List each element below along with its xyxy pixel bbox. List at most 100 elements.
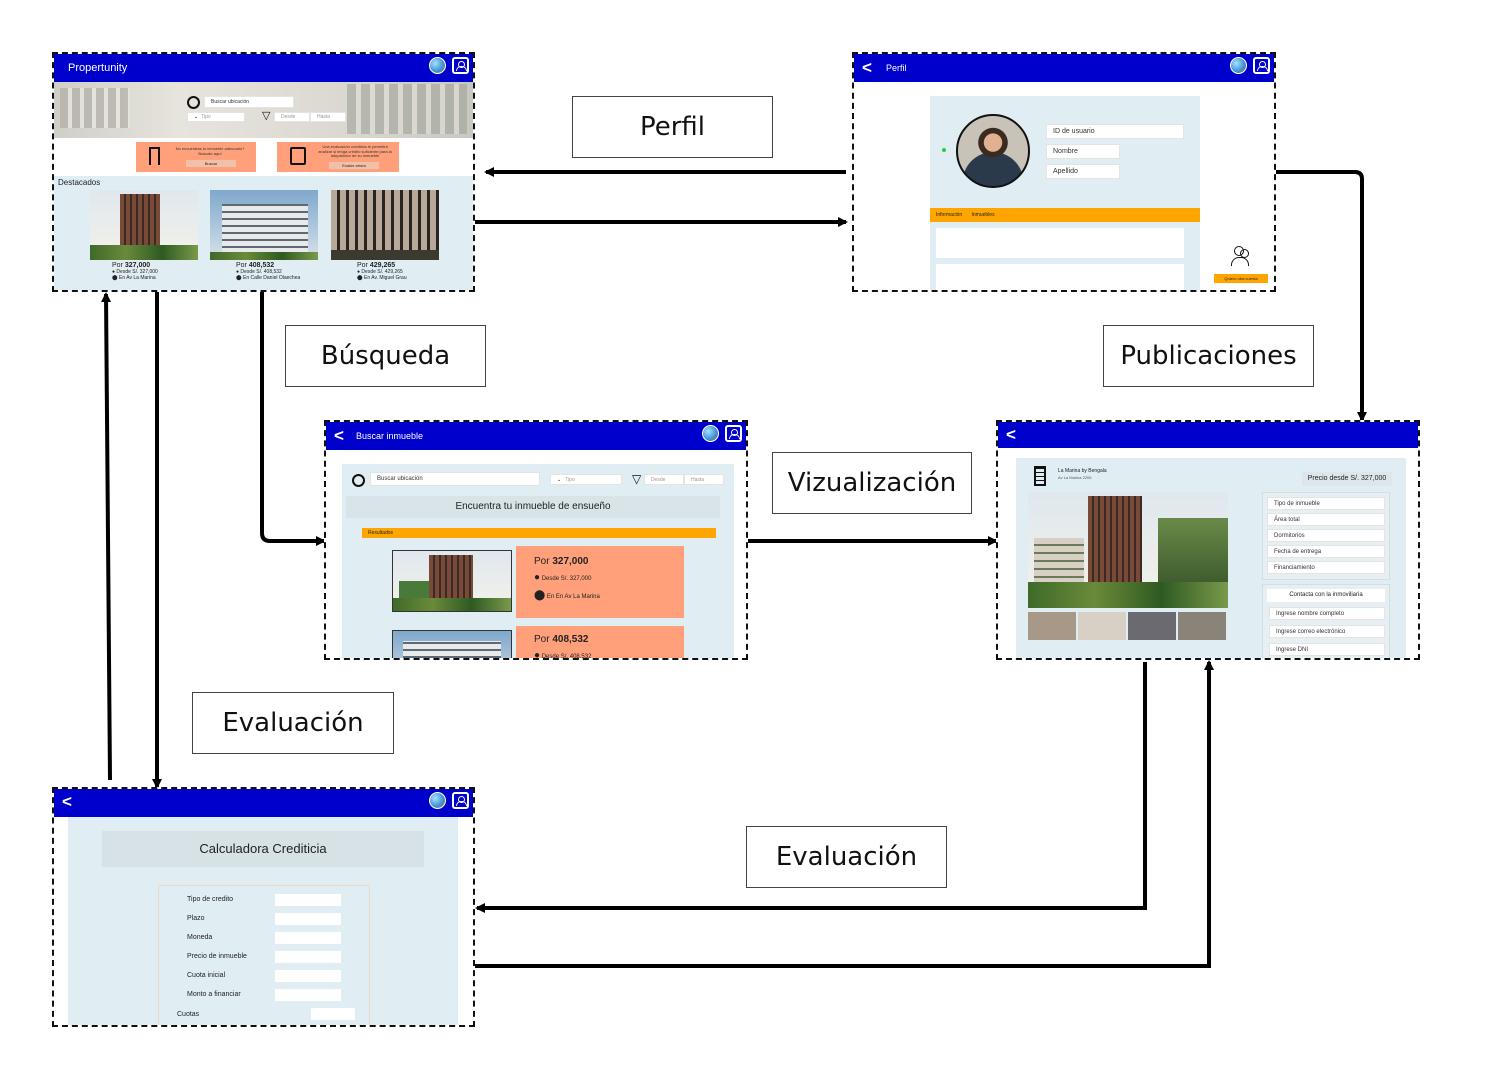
calculator-title: Calculadora Crediticia xyxy=(102,831,424,867)
cuota-inicial-input[interactable] xyxy=(275,970,341,982)
search-screen: < Buscar inmueble Buscar ubicación ⌄Tipo… xyxy=(324,420,748,660)
calculator-panel: Calculadora Crediticia Tipo de credito P… xyxy=(68,817,458,1025)
gallery-thumbnail[interactable] xyxy=(1128,612,1176,640)
featured-item[interactable]: Por 327,000 ● Desde S/. 327,000 ⬤ En Av … xyxy=(90,190,198,281)
back-arrow-icon[interactable]: < xyxy=(862,58,872,77)
field-label-moneda: Moneda xyxy=(187,934,213,941)
featured-price-prefix: Por xyxy=(236,262,249,269)
search-location-input[interactable]: Buscar ubicación xyxy=(370,472,540,486)
result-item[interactable]: Por 327,000 ● Desde S/. 327,000 ⬤ En En … xyxy=(392,546,686,618)
gallery-thumbnail[interactable] xyxy=(1178,612,1226,640)
arrow-profile-to-detail xyxy=(1276,170,1367,422)
dollar-icon: ● xyxy=(112,269,116,275)
featured-price: 327,000 xyxy=(124,262,151,269)
credit-eval-button[interactable]: Evalúe ahora xyxy=(329,162,379,169)
field-label-cuotas: Cuotas xyxy=(177,1011,200,1018)
home-type-select[interactable]: ⌄Tipo xyxy=(187,112,245,122)
globe-icon[interactable] xyxy=(1230,57,1247,74)
back-arrow-icon[interactable]: < xyxy=(334,426,344,445)
detail-top-bar: < xyxy=(998,422,1418,448)
field-label-tipo-credito: Tipo de credito xyxy=(187,896,234,903)
profile-icon[interactable] xyxy=(452,792,469,809)
detail-screen: < La Marina by Bengala Av La Marina 2205… xyxy=(996,420,1420,660)
profile-icon[interactable] xyxy=(1253,57,1270,74)
featured-price: 408,532 xyxy=(248,262,275,269)
search-icon[interactable] xyxy=(352,474,365,487)
arrow-calc-to-detail xyxy=(475,660,1214,968)
search-type-select[interactable]: ⌄Tipo xyxy=(550,474,622,485)
globe-icon[interactable] xyxy=(429,57,446,74)
property-address: Av La Marina 2205 xyxy=(1058,475,1092,480)
label-vizualizacion: Vizualización xyxy=(772,452,972,514)
dollar-icon: ● xyxy=(357,269,361,275)
label-evaluacion-bottom: Evaluación xyxy=(746,826,947,888)
contact-name-input[interactable]: Ingrese nombre completo xyxy=(1269,607,1385,620)
contact-panel: Contacta con la inmoviliaria Ingrese nom… xyxy=(1262,584,1390,658)
moneda-input[interactable] xyxy=(275,932,341,944)
property-name: La Marina by Bengala xyxy=(1058,468,1107,474)
globe-icon[interactable] xyxy=(429,792,446,809)
featured-item[interactable]: Por 408,532 ● Desde S/. 408,532 ⬤ En Cal… xyxy=(210,190,318,281)
featured-price: 429,265 xyxy=(369,262,396,269)
search-heading: Encuentra tu inmueble de ensueño xyxy=(346,496,720,518)
profile-icon[interactable] xyxy=(725,425,742,442)
spec-dormitorios: Dormitorios xyxy=(1267,529,1385,542)
search-to-input[interactable]: Hasta xyxy=(684,474,724,485)
back-arrow-icon[interactable]: < xyxy=(62,792,72,811)
credit-eval-text: Una evaluación crediticia le permitirá a… xyxy=(318,144,392,158)
search-panel: Buscar ubicación ⌄Tipo ▽ Desde Hasta Enc… xyxy=(342,464,734,660)
contact-dni-input[interactable]: Ingrese DNI xyxy=(1269,643,1385,656)
field-label-plazo: Plazo xyxy=(187,915,205,922)
back-arrow-icon[interactable]: < xyxy=(1006,425,1016,444)
calculator-top-bar: < xyxy=(54,789,473,817)
dollar-icon: ● xyxy=(534,650,541,660)
other-account-button[interactable]: Quiero otra cuenta xyxy=(1214,274,1268,283)
filter-icon[interactable]: ▽ xyxy=(262,110,271,122)
tab-informacion[interactable]: Información xyxy=(936,212,963,218)
globe-icon[interactable] xyxy=(702,425,719,442)
profile-title: Perfil xyxy=(886,63,907,73)
bookmark-icon xyxy=(149,147,160,165)
gallery-thumbnail[interactable] xyxy=(1028,612,1076,640)
monto-financiar-input[interactable] xyxy=(275,989,341,1001)
result-item[interactable]: Por 408,532 ● Desde S/. 408,532 xyxy=(392,626,686,660)
dollar-icon: ● xyxy=(236,269,240,275)
spec-fecha-entrega: Fecha de entrega xyxy=(1267,545,1385,558)
tipo-credito-input[interactable] xyxy=(275,894,341,906)
home-screen: Propertunity Buscar ubicación ⌄Tipo ▽ De… xyxy=(52,52,475,292)
profile-icon[interactable] xyxy=(452,57,469,74)
credit-eval-card: Una evaluación crediticia le permitirá a… xyxy=(277,142,399,172)
search-from-input[interactable]: Desde xyxy=(644,474,684,485)
find-property-button[interactable]: Buscar xyxy=(186,160,236,167)
calculator-screen: < Calculadora Crediticia Tipo de credito… xyxy=(52,787,475,1027)
field-label-cuota-inicial: Cuota inicial xyxy=(187,972,226,979)
contact-title: Contacta con la inmoviliaria xyxy=(1267,589,1385,602)
profile-top-bar: < Perfil xyxy=(854,54,1274,82)
contact-email-input[interactable]: Ingrese correo electrónico xyxy=(1269,625,1385,638)
user-id-field[interactable]: ID de usuario xyxy=(1046,124,1184,139)
cuotas-input[interactable] xyxy=(311,1008,355,1020)
tab-inmuebles[interactable]: Inmuebles xyxy=(971,212,995,218)
search-title: Buscar inmueble xyxy=(356,431,424,441)
featured-item[interactable]: Por 429,265 ● Desde S/. 429,265 ⬤ En Av.… xyxy=(331,190,439,281)
precio-inmueble-input[interactable] xyxy=(275,951,341,963)
surname-field[interactable]: Apellido xyxy=(1046,164,1120,179)
field-label-monto-financiar: Monto a financiar xyxy=(187,991,241,998)
accounts-icon[interactable] xyxy=(1230,246,1252,268)
home-to-input[interactable]: Hasta xyxy=(310,112,346,122)
arrow-calc-to-home xyxy=(101,292,112,781)
featured-location: En Calle Daniel Olaechea xyxy=(243,275,301,281)
name-field[interactable]: Nombre xyxy=(1046,144,1120,159)
label-perfil: Perfil xyxy=(572,96,773,158)
filter-icon[interactable]: ▽ xyxy=(632,472,642,486)
result-from: Desde S/. 408,532 xyxy=(541,654,592,660)
home-from-input[interactable]: Desde xyxy=(274,112,310,122)
location-pin-icon: ⬤ xyxy=(534,590,546,601)
gallery-thumbnail[interactable] xyxy=(1078,612,1126,640)
plazo-input[interactable] xyxy=(275,913,341,925)
home-search-input[interactable]: Buscar ubicación xyxy=(204,96,294,108)
profile-content-box xyxy=(936,228,1184,258)
chevron-down-icon: ⌄ xyxy=(557,476,562,483)
search-icon[interactable] xyxy=(187,96,200,109)
